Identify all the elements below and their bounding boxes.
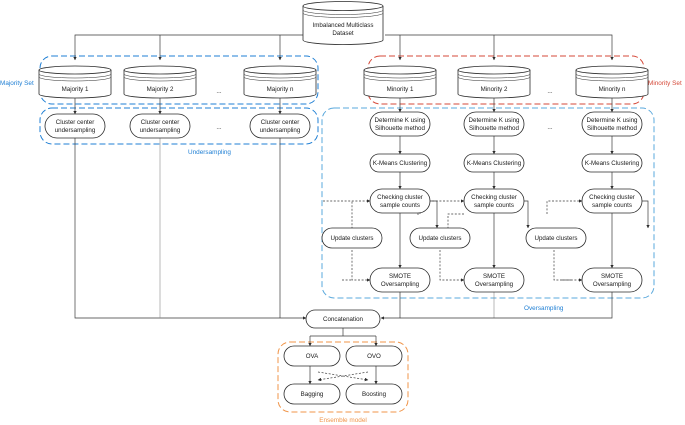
- checking-n-line1: Checking cluster: [589, 194, 635, 201]
- undersampling-1-line2: undersampling: [55, 127, 96, 134]
- bagging-node: Bagging: [283, 383, 341, 405]
- undersampling-node-1: Cluster center undersampling: [44, 113, 106, 139]
- majority-set-group: [39, 55, 319, 105]
- smote-node-2: SMOTE Oversampling: [463, 267, 525, 293]
- undersampling-node-n: Cluster center undersampling: [249, 113, 311, 139]
- dataset-node: Imbalanced Multiclass Dataset: [302, 1, 384, 45]
- majority-n-node: Majority n: [243, 65, 317, 99]
- boosting-node: Boosting: [345, 383, 403, 405]
- kmeans-1-label: K-Means Clustering: [373, 160, 428, 167]
- concatenation-label: Concatenation: [323, 316, 363, 323]
- ensemble-model-label: Ensemble model: [319, 417, 367, 424]
- minority-n-label: Minority n: [599, 86, 626, 93]
- smote-1-line1: SMOTE: [389, 273, 411, 280]
- smote-2-line2: Oversampling: [475, 281, 514, 288]
- kmeans-node-2: K-Means Clustering: [463, 153, 525, 173]
- majority-1-label: Majority 1: [62, 86, 89, 93]
- determine-k-node-2: Determine K using Silhouette method: [463, 111, 525, 137]
- boosting-label: Boosting: [362, 391, 387, 398]
- checking-node-1: Checking cluster sample counts: [369, 188, 431, 214]
- undersampling-node-2: Cluster center undersampling: [129, 113, 191, 139]
- minority-n-node: Minority n: [575, 65, 649, 99]
- update-clusters-node-1: Update clusters: [321, 227, 383, 249]
- majority-n-label: Majority n: [267, 86, 294, 93]
- kmeans-2-label: K-Means Clustering: [467, 160, 522, 167]
- undersampling-n-line1: Cluster center: [261, 119, 300, 126]
- determine-k-1-line2: Silhouette method: [375, 125, 425, 132]
- bagging-label: Bagging: [301, 391, 324, 398]
- majority-2-label: Majority 2: [147, 86, 174, 93]
- minority-2-label: Minority 2: [481, 86, 508, 93]
- minority-set-label: Minority Set: [648, 80, 682, 87]
- concatenation-node: Concatenation: [305, 309, 381, 329]
- oversampling-label: Oversampling: [524, 305, 564, 312]
- majority-set-label: Majority Set: [0, 80, 34, 87]
- undersampling-2-line2: undersampling: [140, 127, 181, 134]
- checking-1-line1: Checking cluster: [377, 194, 423, 201]
- checking-node-n: Checking cluster sample counts: [581, 188, 643, 214]
- smote-n-line1: SMOTE: [601, 273, 623, 280]
- checking-node-2: Checking cluster sample counts: [463, 188, 525, 214]
- minority-1-node: Minority 1: [363, 65, 437, 99]
- kmeans-n-label: K-Means Clustering: [585, 160, 640, 167]
- ova-node: OVA: [283, 345, 341, 367]
- smote-node-n: SMOTE Oversampling: [581, 267, 643, 293]
- determine-k-node-n: Determine K using Silhouette method: [581, 111, 643, 137]
- update-clusters-n-label: Update clusters: [535, 235, 578, 242]
- determine-k-2-line1: Determine K using: [469, 117, 520, 124]
- undersampling-1-line1: Cluster center: [56, 119, 95, 126]
- ova-label: OVA: [306, 353, 319, 360]
- minority-ellipsis: ...: [547, 88, 552, 95]
- checking-n-line2: sample counts: [592, 202, 632, 209]
- dataset-title-line2: Dataset: [332, 30, 354, 37]
- smote-1-line2: Oversampling: [381, 281, 420, 288]
- determine-k-n-line1: Determine K using: [587, 117, 638, 124]
- update-clusters-node-2: Update clusters: [409, 227, 471, 249]
- smote-2-line1: SMOTE: [483, 273, 505, 280]
- oversampling-group: [321, 107, 655, 299]
- minority-pipeline-ellipsis: ...: [547, 124, 552, 131]
- minority-1-label: Minority 1: [387, 86, 414, 93]
- undersampling-label: Undersampling: [188, 149, 231, 156]
- smote-n-line2: Oversampling: [593, 281, 632, 288]
- undersampling-2-line1: Cluster center: [141, 119, 180, 126]
- determine-k-node-1: Determine K using Silhouette method: [369, 111, 431, 137]
- determine-k-2-line2: Silhouette method: [469, 125, 519, 132]
- undersampling-ellipsis: ...: [216, 124, 221, 131]
- majority-2-node: Majority 2: [123, 65, 197, 99]
- dataset-title-line1: Imbalanced Multiclass: [313, 22, 374, 29]
- majority-ellipsis: ...: [216, 88, 221, 95]
- ensemble-group: [277, 341, 409, 413]
- determine-k-n-line2: Silhouette method: [587, 125, 637, 132]
- undersampling-group: [39, 107, 319, 145]
- ovo-label: OVO: [367, 353, 381, 360]
- update-clusters-1-label: Update clusters: [331, 235, 374, 242]
- minority-2-node: Minority 2: [457, 65, 531, 99]
- update-clusters-node-n: Update clusters: [525, 227, 587, 249]
- smote-node-1: SMOTE Oversampling: [369, 267, 431, 293]
- kmeans-node-n: K-Means Clustering: [581, 153, 643, 173]
- undersampling-n-line2: undersampling: [260, 127, 301, 134]
- kmeans-node-1: K-Means Clustering: [369, 153, 431, 173]
- checking-1-line2: sample counts: [380, 202, 420, 209]
- ovo-node: OVO: [345, 345, 403, 367]
- checking-2-line2: sample counts: [474, 202, 514, 209]
- determine-k-1-line1: Determine K using: [375, 117, 426, 124]
- update-clusters-2-label: Update clusters: [419, 235, 462, 242]
- checking-2-line1: Checking cluster: [471, 194, 517, 201]
- majority-1-node: Majority 1: [38, 65, 112, 99]
